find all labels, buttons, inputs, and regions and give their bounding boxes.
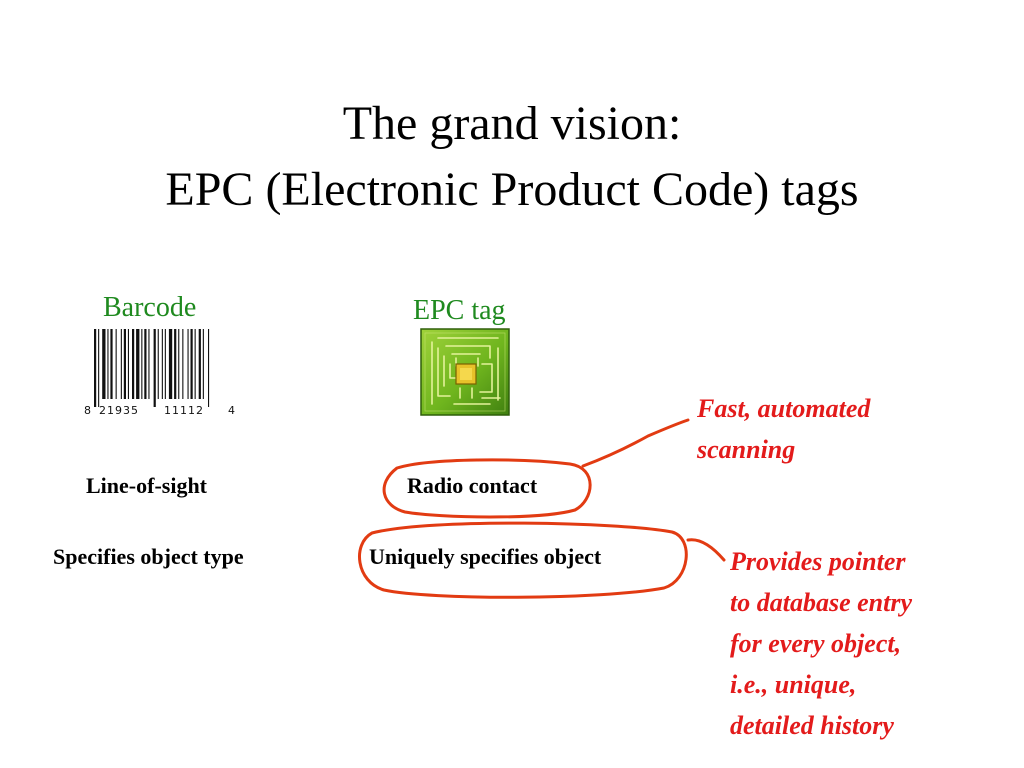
barcode-bar	[202, 329, 204, 399]
barcode-bar	[178, 329, 180, 399]
fast-scanning-note: Fast, automated scanning	[697, 388, 870, 470]
barcode-bar	[187, 329, 189, 399]
barcode-bar	[132, 329, 135, 399]
barcode-bar	[157, 329, 159, 399]
database-pointer-note: Provides pointer to database entry for e…	[730, 541, 912, 746]
barcode-digits-left: 21935	[99, 404, 139, 417]
barcode-label: Barcode	[103, 292, 197, 323]
barcode-bar	[123, 329, 126, 399]
uniquely-specifies-object-text: Uniquely specifies object	[369, 544, 602, 569]
barcode-bar	[190, 329, 193, 399]
slide-title-line-2: EPC (Electronic Product Code) tags	[165, 163, 859, 216]
barcode-bar	[98, 329, 100, 407]
barcode-bar	[144, 329, 147, 399]
slide-title-line-1: The grand vision:	[342, 97, 682, 150]
provides-note-line-5: detailed history	[730, 711, 894, 740]
barcode-icon: 8 21935 11112 4	[84, 329, 235, 417]
barcode-bar	[102, 329, 106, 399]
barcode-bar	[110, 329, 113, 399]
radio-contact-text: Radio contact	[407, 473, 538, 498]
barcode-bar	[107, 329, 109, 399]
barcode-digit-lead: 8	[84, 404, 91, 417]
epc-tag-label: EPC tag	[413, 295, 506, 326]
fast-note-line-1: Fast, automated	[697, 394, 871, 423]
fast-note-connector	[581, 418, 690, 468]
provides-note-line-2: to database entry	[730, 588, 912, 617]
barcode-bar	[94, 329, 97, 407]
barcode-bar	[136, 329, 140, 399]
barcode-bar	[127, 329, 129, 399]
barcode-bar	[182, 329, 184, 399]
barcode-bar	[174, 329, 177, 399]
fast-note-line-2: scanning	[697, 435, 796, 464]
barcode-bar	[115, 329, 117, 399]
barcode-bar	[168, 329, 173, 399]
barcode-bar	[164, 329, 166, 399]
barcode-bar	[153, 329, 156, 407]
barcode-digits-right: 11112	[164, 404, 204, 417]
barcode-bar	[198, 329, 201, 399]
barcode-bar	[194, 329, 196, 399]
barcode-digit-check: 4	[228, 404, 235, 417]
barcode-bar	[120, 329, 122, 399]
provides-note-line-4: i.e., unique,	[730, 670, 857, 699]
line-of-sight-text: Line-of-sight	[86, 473, 207, 498]
barcode-bar	[161, 329, 163, 399]
barcode-bar	[148, 329, 150, 399]
barcode-bar	[208, 329, 210, 407]
provides-note-line-3: for every object,	[730, 629, 902, 658]
barcode-bar	[141, 329, 143, 399]
specifies-object-type-text: Specifies object type	[53, 544, 244, 569]
provides-note-connector	[686, 538, 726, 562]
chip-icon	[420, 328, 510, 416]
provides-note-line-1: Provides pointer	[730, 547, 906, 576]
